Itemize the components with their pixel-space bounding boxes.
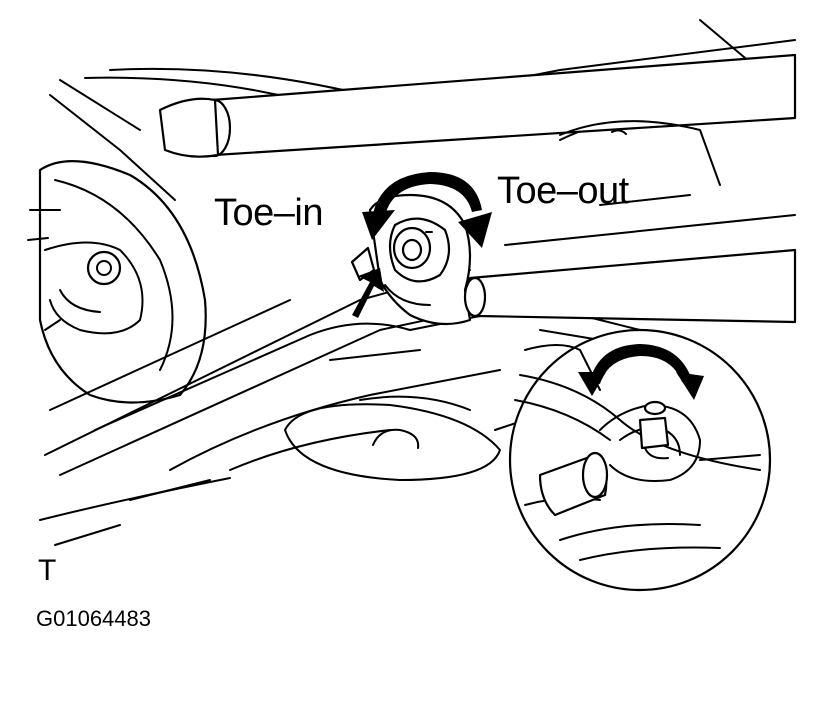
figure-code: G01064483 xyxy=(36,606,151,631)
toe-out-label: Toe–out xyxy=(497,170,629,212)
lower-bracket xyxy=(284,403,541,481)
lower-arm xyxy=(39,269,561,546)
adjusting-cam xyxy=(368,193,472,326)
lower-rod xyxy=(463,248,797,324)
right-body xyxy=(499,120,796,341)
curved-double-arrow-icon xyxy=(362,172,492,248)
toe-in-label: Toe–in xyxy=(214,192,323,234)
upper-rod xyxy=(158,53,797,158)
pointer-arrow-icon xyxy=(350,246,384,318)
corner-mark: T xyxy=(38,554,57,587)
left-bushing xyxy=(27,160,207,404)
detail-inset xyxy=(508,328,772,592)
